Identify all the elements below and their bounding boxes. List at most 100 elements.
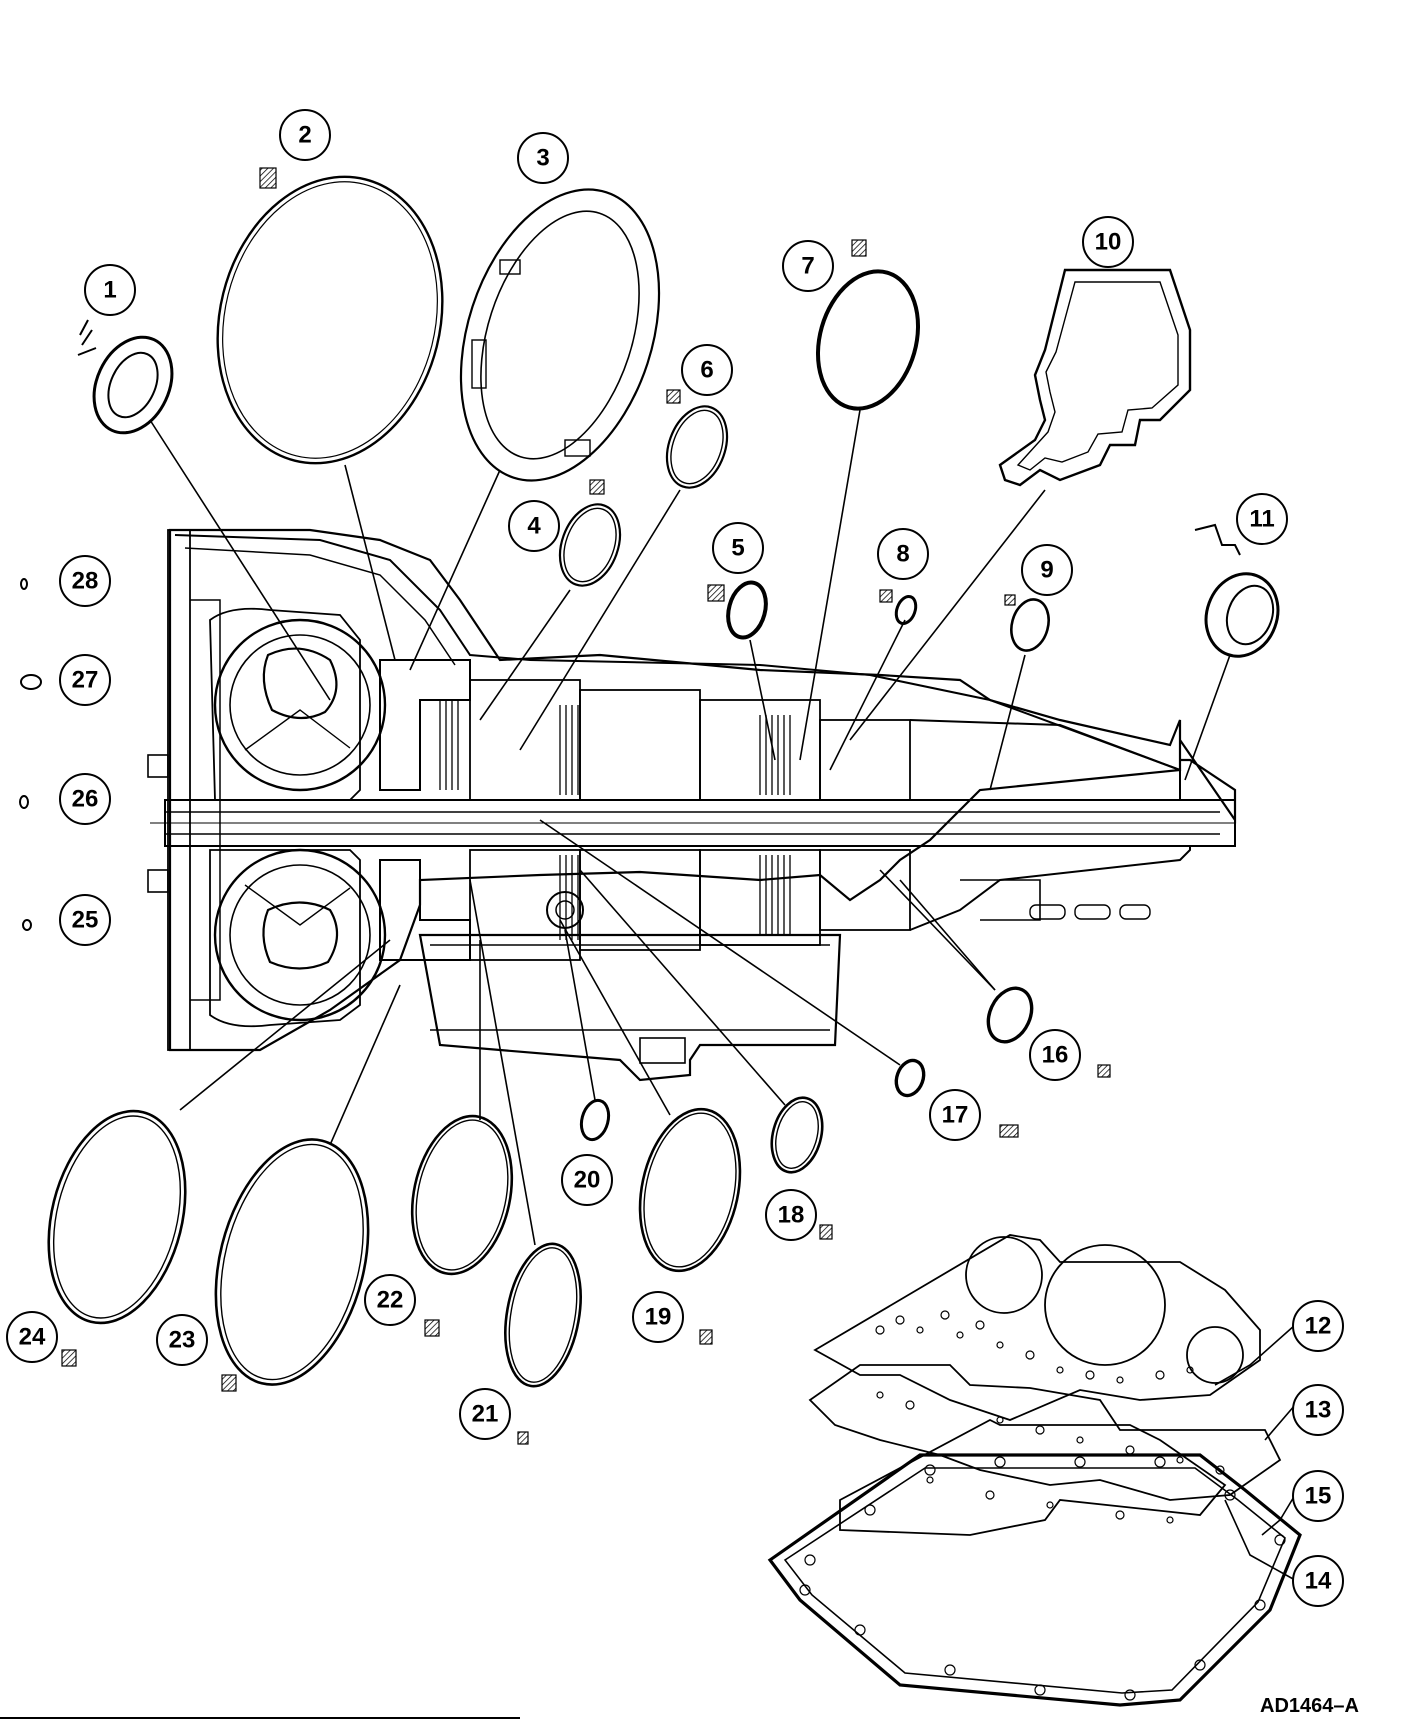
callout-10: 10 [1082,216,1134,268]
callout-number: 8 [896,541,909,568]
callout-15: 15 [1292,1470,1344,1522]
callout-number: 28 [72,568,99,595]
callout-1: 1 [84,264,136,316]
callout-circle [765,1189,817,1241]
part-15-pan-gasket [767,1453,1302,1707]
callout-circle [1029,1029,1081,1081]
callout-circle [929,1089,981,1141]
callout-circle [59,555,111,607]
part-11-rear-seal [1194,523,1280,658]
callout-number: 2 [298,122,311,149]
callout-circle [877,528,929,580]
part-19-seal [638,1107,742,1273]
callout-circle [1082,216,1134,268]
part-4-seal [558,503,622,587]
callout-number: 25 [72,907,99,934]
transmission-case [147,528,1237,1082]
callout-circle [561,1154,613,1206]
part-12-plate [813,1234,1261,1421]
callout-circle [517,132,569,184]
callout-number: 20 [574,1167,601,1194]
callout-number: 17 [942,1102,969,1129]
leader-lines [149,409,1296,1581]
callout-number: 6 [700,357,713,384]
callout-7: 7 [782,240,834,292]
part-3-pump-gasket [459,188,661,482]
callout-circle [1292,1384,1344,1436]
callout-9: 9 [1021,544,1073,596]
callout-28: 28 [59,555,111,607]
part-20-bushing [579,1098,611,1142]
part-28-ring [20,578,28,590]
callout-circle [681,344,733,396]
part-1-front-seal [77,319,174,435]
exploded-parts [19,175,1280,1388]
callout-circle [84,264,136,316]
callout-number: 4 [527,513,541,540]
callout-19: 19 [632,1291,684,1343]
plate-holes [799,1310,1286,1701]
callout-circle [712,522,764,574]
part-17-seal [894,1058,926,1098]
callout-number: 13 [1305,1397,1332,1424]
callout-circle [1292,1555,1344,1607]
callout-2: 2 [279,109,331,161]
part-23-seal [214,1138,370,1386]
part-14-plate [839,1418,1227,1536]
callouts: 1234567891011121314151617181920212223242… [6,109,1344,1607]
callout-number: 14 [1305,1568,1332,1595]
part-13-plate [808,1364,1282,1501]
clutch-packs [439,700,791,940]
callout-23: 23 [156,1314,208,1366]
callout-number: 11 [1249,506,1274,533]
callout-circle [1292,1470,1344,1522]
callout-number: 5 [731,535,744,562]
callout-20: 20 [561,1154,613,1206]
callout-8: 8 [877,528,929,580]
callout-14: 14 [1292,1555,1344,1607]
callout-circle [364,1274,416,1326]
callout-number: 16 [1042,1042,1069,1069]
callout-11: 11 [1236,493,1288,545]
callout-number: 23 [169,1327,196,1354]
callout-6: 6 [681,344,733,396]
part-9-ring [1010,598,1050,652]
callout-circle [59,773,111,825]
callout-number: 7 [801,253,814,280]
callout-12: 12 [1292,1300,1344,1352]
part-6-seal [665,405,729,489]
callout-25: 25 [59,894,111,946]
callout-number: 27 [72,667,99,694]
callout-number: 24 [19,1324,46,1351]
callout-number: 9 [1040,557,1053,584]
callout-number: 1 [103,277,116,304]
part-7-ring [815,269,921,411]
callout-22: 22 [364,1274,416,1326]
part-26-ring [19,795,29,809]
part-5-seal [726,580,768,640]
callout-number: 12 [1305,1313,1332,1340]
callout-number: 21 [472,1401,499,1428]
callout-number: 3 [536,145,549,172]
callout-number: 18 [778,1202,805,1229]
callout-13: 13 [1292,1384,1344,1436]
callout-24: 24 [6,1311,58,1363]
part-16-seal [986,986,1034,1044]
callout-circle [1292,1300,1344,1352]
callout-3: 3 [517,132,569,184]
callout-number: 19 [645,1304,672,1331]
figure-reference-code: AD1464–A [1260,1695,1359,1717]
callout-number: 10 [1095,229,1122,256]
callout-5: 5 [712,522,764,574]
valve-body-gaskets [767,1234,1302,1707]
part-2-o-ring [216,175,444,465]
callout-27: 27 [59,654,111,706]
part-22-seal [410,1114,514,1276]
part-21-seal [504,1242,582,1388]
callout-circle [632,1291,684,1343]
callout-26: 26 [59,773,111,825]
part-24-seal [47,1109,187,1325]
callout-4: 4 [508,500,560,552]
part-10-extension-gasket [998,268,1192,487]
